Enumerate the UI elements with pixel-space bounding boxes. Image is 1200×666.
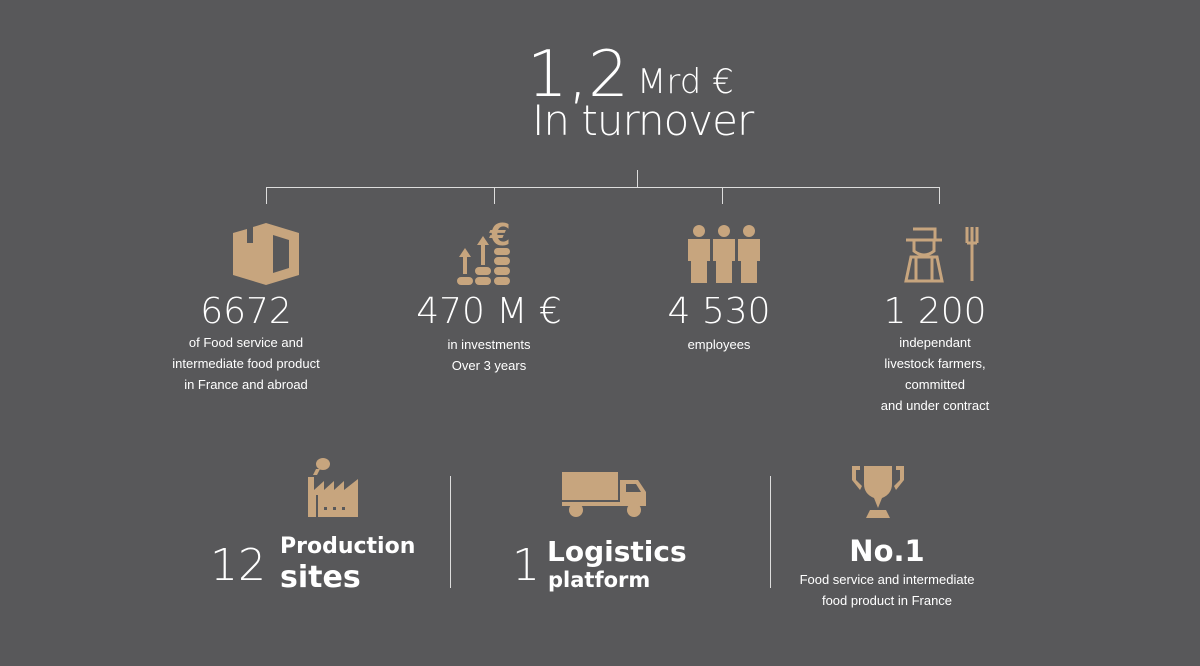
- stat-text: of Food service and: [188, 335, 304, 350]
- box-icon: [233, 223, 299, 285]
- connector-line: [266, 187, 267, 204]
- logistics-number: 1: [512, 540, 540, 591]
- stat-farmers: 1 200 independant livestock farmers, com…: [835, 292, 1035, 416]
- headline-unit: Mrd €: [637, 62, 734, 102]
- stat-text: in investments: [447, 337, 531, 352]
- people-icon: [686, 223, 762, 283]
- trophy-icon: [850, 466, 906, 518]
- connector-line: [494, 187, 495, 204]
- divider: [450, 476, 451, 588]
- stat-text: Over 3 years: [451, 358, 527, 373]
- stat-value: 1 200: [883, 291, 987, 332]
- connector-line: [722, 187, 723, 204]
- stat-products: 6672 of Food service and intermediate fo…: [146, 292, 346, 395]
- production-sites-title: Production: [280, 534, 416, 559]
- stat-value: 6672: [200, 291, 292, 332]
- ranking: No.1 Food service and intermediate food …: [767, 533, 1007, 611]
- ranking-text: food product in France: [821, 593, 953, 608]
- investment-growth-icon: €: [457, 220, 537, 285]
- stat-value: 4 530: [667, 291, 771, 332]
- factory-icon: [308, 457, 358, 517]
- headline-value: 1,2: [527, 38, 629, 112]
- stat-text: and under contract: [880, 398, 990, 413]
- connector-line: [266, 187, 940, 188]
- svg-text:€: €: [489, 220, 511, 253]
- stat-text: in France and abroad: [184, 377, 308, 392]
- logistics-subtitle: platform: [548, 568, 651, 592]
- stat-text: intermediate food product: [172, 356, 320, 371]
- stat-text: employees: [687, 337, 751, 352]
- connector-line: [637, 170, 638, 187]
- ranking-title: No.1: [849, 534, 925, 568]
- production-sites-subtitle: sites: [280, 560, 361, 595]
- truck-icon: [562, 472, 648, 518]
- farmer-icon: [903, 225, 979, 283]
- logistics-title: Logistics: [547, 535, 687, 568]
- stat-employees: 4 530 employees: [619, 292, 819, 355]
- headline-label: In turnover: [532, 96, 754, 145]
- stat-value: 470 M €: [416, 291, 562, 332]
- connector-line: [939, 187, 940, 204]
- stat-text: livestock farmers,: [884, 356, 986, 371]
- ranking-text: Food service and intermediate: [799, 572, 975, 587]
- production-sites-number: 12: [210, 540, 266, 591]
- stat-text: independant: [899, 335, 971, 350]
- stat-investments: 470 M € in investments Over 3 years: [389, 292, 589, 376]
- stat-text: committed: [905, 377, 965, 392]
- divider: [770, 476, 771, 588]
